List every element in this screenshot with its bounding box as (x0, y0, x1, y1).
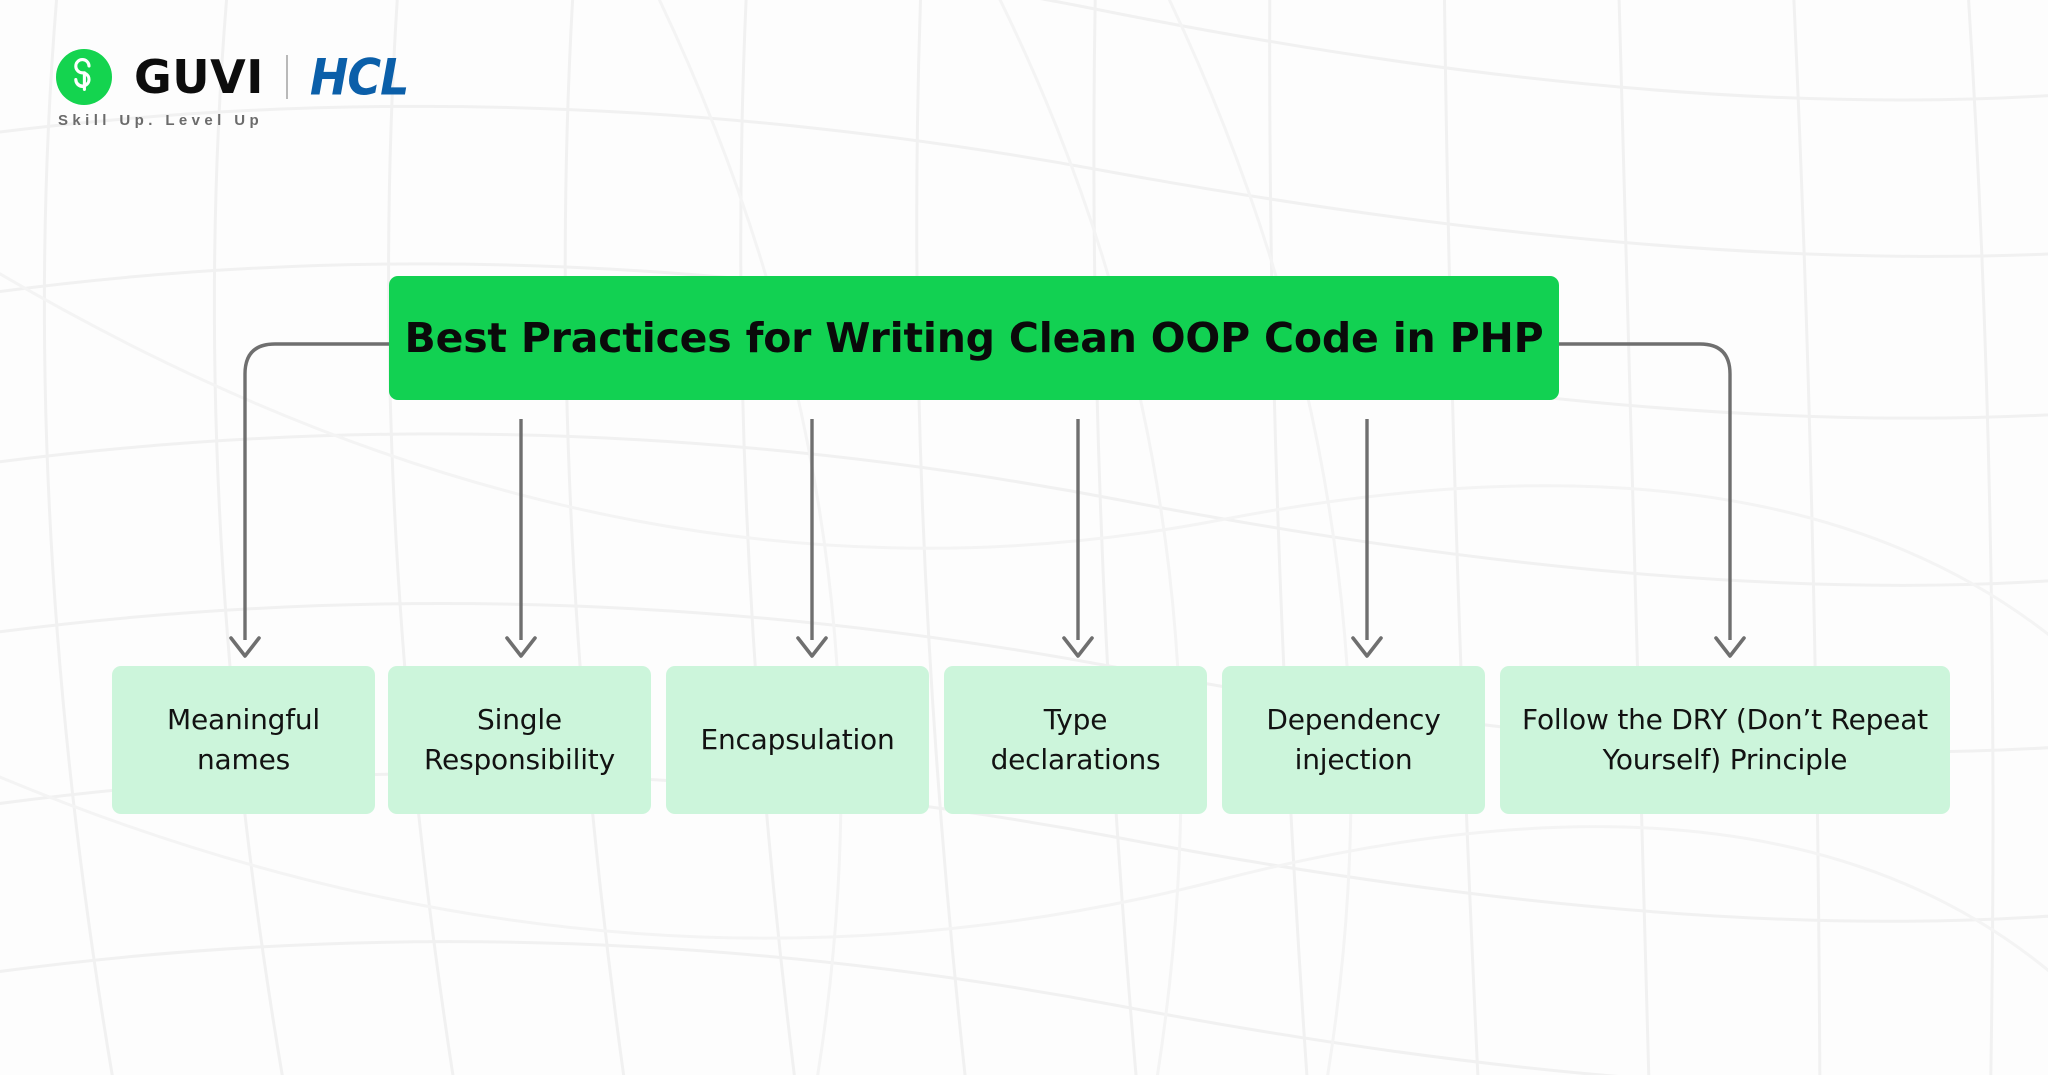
leaf-node-dry-principle[interactable]: Follow the DRY (Don’t Repeat Yourself) P… (1500, 666, 1950, 814)
leaf-node-label: Type declarations (990, 703, 1161, 776)
arrowhead-2 (505, 636, 537, 658)
leaf-node-label: Encapsulation (700, 723, 895, 757)
guvi-g-mark-icon (56, 49, 112, 105)
leaf-node-single-responsibility[interactable]: Single Responsibility (388, 666, 651, 814)
arrowhead-5 (1351, 636, 1383, 658)
brand-tagline: Skill Up. Level Up (58, 112, 264, 129)
arrowhead-3 (796, 636, 828, 658)
brand-divider (285, 55, 288, 99)
connector-elbow-left (243, 342, 389, 640)
leaf-node-type-declarations[interactable]: Type declarations (944, 666, 1207, 814)
hcl-wordmark: HCL (309, 47, 410, 107)
connector-elbow-right (1559, 342, 1732, 640)
leaf-node-encapsulation[interactable]: Encapsulation (666, 666, 929, 814)
brand-logo-row: GUVI HCL (56, 47, 410, 107)
leaf-node-meaningful-names[interactable]: Meaningful names (112, 666, 375, 814)
leaf-node-label: Single Responsibility (424, 703, 615, 776)
root-node-label: Best Practices for Writing Clean OOP Cod… (404, 314, 1544, 362)
leaf-node-label: Follow the DRY (Don’t Repeat Yourself) P… (1522, 703, 1928, 776)
leaf-node-dependency-injection[interactable]: Dependency injection (1222, 666, 1485, 814)
arrowhead-1 (229, 636, 261, 658)
root-node[interactable]: Best Practices for Writing Clean OOP Cod… (389, 276, 1559, 400)
arrowhead-6 (1714, 636, 1746, 658)
leaf-node-label: Dependency injection (1266, 703, 1441, 776)
leaf-node-label: Meaningful names (167, 703, 320, 776)
brand-lockup: GUVI HCL Skill Up. Level Up (56, 47, 410, 129)
guvi-wordmark: GUVI (134, 50, 264, 104)
arrowhead-4 (1062, 636, 1094, 658)
